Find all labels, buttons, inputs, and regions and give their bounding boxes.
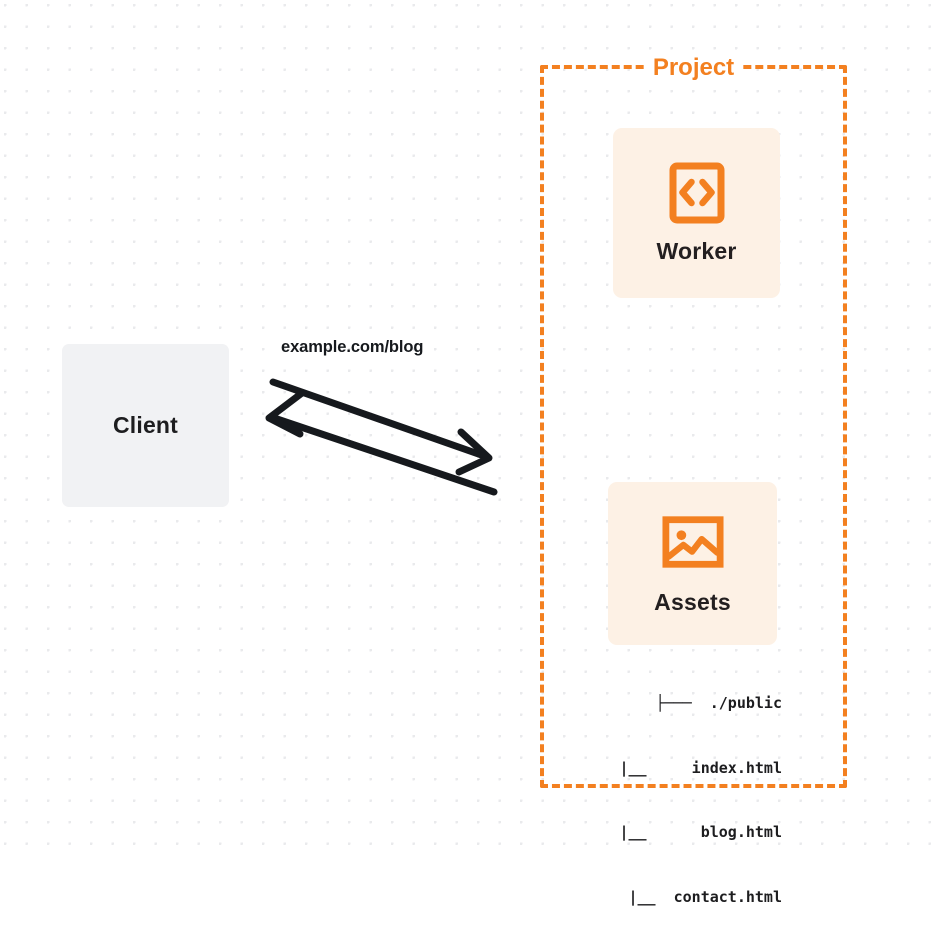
- code-brackets-icon: [666, 162, 728, 224]
- assets-file-tree: ├─── ./public |__ index.html |__ blog.ht…: [586, 650, 782, 951]
- worker-label: Worker: [656, 237, 737, 264]
- assets-node[interactable]: Assets: [608, 482, 777, 645]
- client-label: Client: [112, 412, 179, 438]
- request-arrow-line: [269, 378, 491, 461]
- edge-label-url: example.com/blog: [281, 338, 424, 356]
- file-tree-row: |__ blog.html: [619, 823, 782, 841]
- project-group-label: Project: [645, 53, 742, 83]
- diagram-canvas: Client Project Worker Assets example.com…: [0, 0, 938, 906]
- response-arrow-head: [265, 389, 306, 438]
- image-picture-icon: [661, 511, 724, 573]
- request-arrow-head: [455, 428, 493, 476]
- worker-node[interactable]: Worker: [613, 128, 780, 298]
- file-tree-row: |__ contact.html: [628, 887, 782, 906]
- file-tree-row: |__ index.html: [619, 758, 782, 777]
- project-group: Project: [540, 53, 847, 788]
- response-arrow-line: [273, 415, 498, 496]
- file-tree-row: ├─── ./public: [655, 694, 782, 712]
- assets-label: Assets: [654, 589, 731, 615]
- client-node[interactable]: Client: [62, 344, 229, 507]
